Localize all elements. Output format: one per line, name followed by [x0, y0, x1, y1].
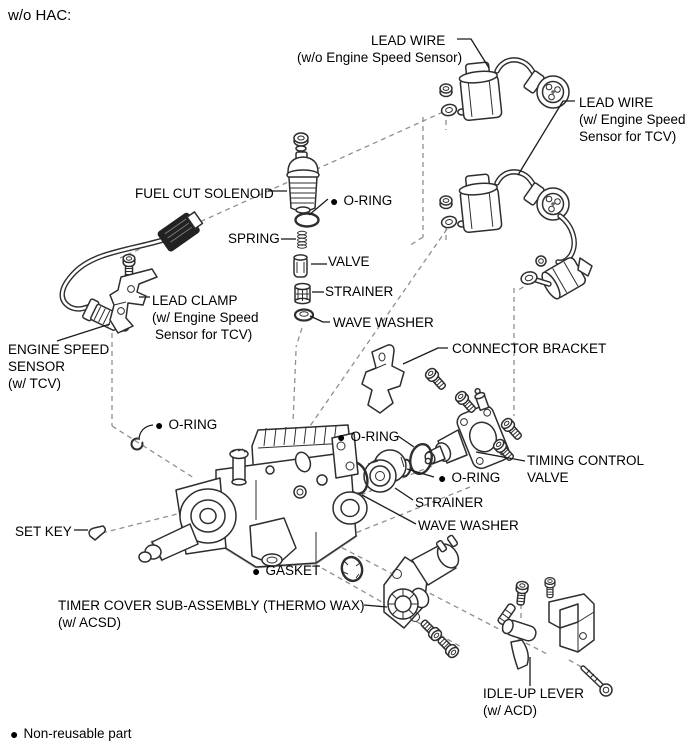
label-gasket: ●GASKET [252, 563, 321, 579]
label-valve: VALVE [328, 254, 370, 269]
timer-cover-thermo-wax-drawing [383, 534, 462, 661]
harness-connector [157, 211, 204, 252]
label-lead-clamp: LEAD CLAMP (w/ Engine Speed Sensor for T… [152, 293, 259, 342]
diagram-variant-title: w/o HAC: [8, 7, 71, 24]
diagram-variant-title-text: w/o HAC: [8, 7, 72, 24]
non-reusable-bullet: ● [10, 726, 19, 742]
label-leader-lines [56, 38, 575, 686]
label-o-ring-solenoid: ●O-RING [330, 193, 393, 209]
legend-non-reusable: ●Non-reusable part [10, 726, 132, 742]
timing-control-valve-drawing [424, 387, 525, 470]
non-reusable-bullet: ● [438, 470, 447, 486]
lead-wire-assembly-top [440, 60, 569, 121]
injection-pump-drawing [138, 424, 368, 569]
label-fuel-cut-solenoid: FUEL CUT SOLENOID [135, 186, 274, 201]
o-ring-solenoid-drawing [294, 212, 320, 228]
o-ring-large-drawing [409, 442, 433, 476]
label-strainer-top: STRAINER [325, 284, 394, 299]
label-lead-wire-right: LEAD WIRE (w/ Engine Speed Sensor for TC… [579, 95, 686, 144]
non-reusable-bullet: ● [252, 563, 261, 579]
valve-drawing [293, 254, 308, 278]
label-strainer-bottom: STRAINER [415, 495, 484, 510]
label-o-ring-left: ●O-RING [155, 417, 218, 433]
label-o-ring-small: ●O-RING [438, 470, 501, 486]
strainer-drum-drawing [363, 449, 407, 493]
o-ring-left-drawing [130, 436, 144, 451]
non-reusable-bullet: ● [337, 429, 346, 445]
speed-sensor-body [541, 257, 587, 300]
non-reusable-bullet: ● [155, 417, 164, 433]
label-connector-bracket: CONNECTOR BRACKET [452, 341, 607, 356]
wave-washer-small-drawing [293, 308, 315, 322]
label-wave-washer-top: WAVE WASHER [333, 315, 434, 330]
label-set-key: SET KEY [15, 524, 72, 539]
label-timing-control-valve: TIMING CONTROL VALVE [527, 453, 644, 485]
label-o-ring-large: ●O-RING [337, 429, 400, 445]
label-spring: SPRING [228, 231, 280, 246]
label-engine-speed-sensor: ENGINE SPEED SENSOR (w/ TCV) [8, 342, 110, 391]
spring-drawing [297, 230, 307, 249]
label-idle-up-lever: IDLE-UP LEVER (w/ ACD) [483, 686, 585, 718]
label-wave-washer-bottom: WAVE WASHER [418, 518, 519, 533]
connector-bracket-drawing [361, 344, 449, 414]
lead-clamp-drawing [109, 253, 158, 334]
engine-speed-sensor-harness [59, 211, 204, 332]
fuel-cut-solenoid-drawing [286, 132, 320, 214]
label-timer-cover: TIMER COVER SUB-ASSEMBLY (THERMO WAX) (w… [58, 598, 365, 630]
set-key-drawing [88, 525, 106, 541]
strainer-small-drawing [294, 282, 311, 305]
idle-up-lever-drawing [497, 576, 613, 697]
label-lead-wire-top: LEAD WIRE (w/o Engine Speed Sensor) [297, 33, 463, 65]
non-reusable-bullet: ● [330, 193, 339, 209]
gasket-drawing [340, 555, 364, 583]
lead-wire-assembly-with-sensor [440, 172, 593, 300]
